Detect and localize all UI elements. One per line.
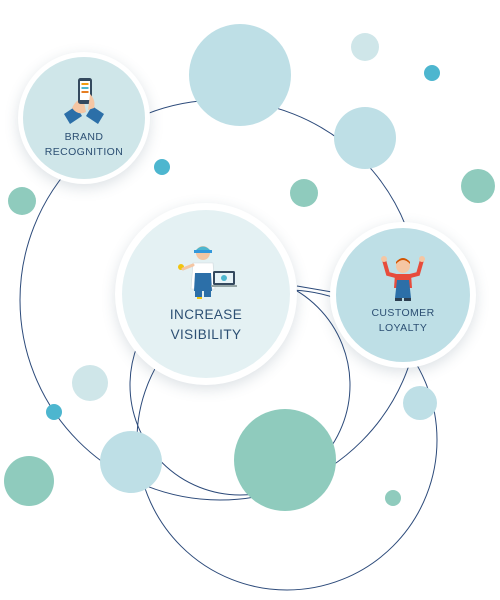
dot-teal-bottom-left (4, 456, 54, 506)
connector-line (296, 285, 333, 293)
node-customer-loyalty: CUSTOMER LOYALTY (330, 222, 476, 368)
dot-teal-right (461, 169, 495, 203)
worker-laptop-icon (178, 246, 237, 300)
dot-accent-top (424, 65, 440, 81)
dot-mid-lower (100, 431, 162, 493)
dot-large-top (189, 24, 291, 126)
dot-teal-left (8, 187, 36, 215)
dot-accent-lower (46, 404, 62, 420)
dot-teal-mid (290, 179, 318, 207)
brand-label-line1: BRAND (64, 130, 104, 143)
dot-right-upper (334, 107, 396, 169)
node-brand-recognition: BRAND RECOGNITION (18, 52, 150, 184)
dot-teal-small-bottom (385, 490, 401, 506)
brand-label-line2: RECOGNITION (44, 146, 124, 158)
dot-small-top (351, 33, 379, 61)
dot-light-left (72, 365, 108, 401)
cheering-worker-icon (381, 255, 425, 301)
customer-label-line1: CUSTOMER (371, 306, 435, 319)
dot-accent-left (154, 159, 170, 175)
smartphone-hands-icon (64, 77, 104, 124)
node-increase-visibility: INCREASE VISIBILITY (115, 203, 297, 385)
increase-label-line1: INCREASE (169, 307, 243, 323)
dot-teal-large (234, 409, 336, 511)
customer-label-line2: LOYALTY (378, 322, 428, 334)
increase-label-line2: VISIBILITY (170, 327, 242, 342)
dot-right-lower (403, 386, 437, 420)
